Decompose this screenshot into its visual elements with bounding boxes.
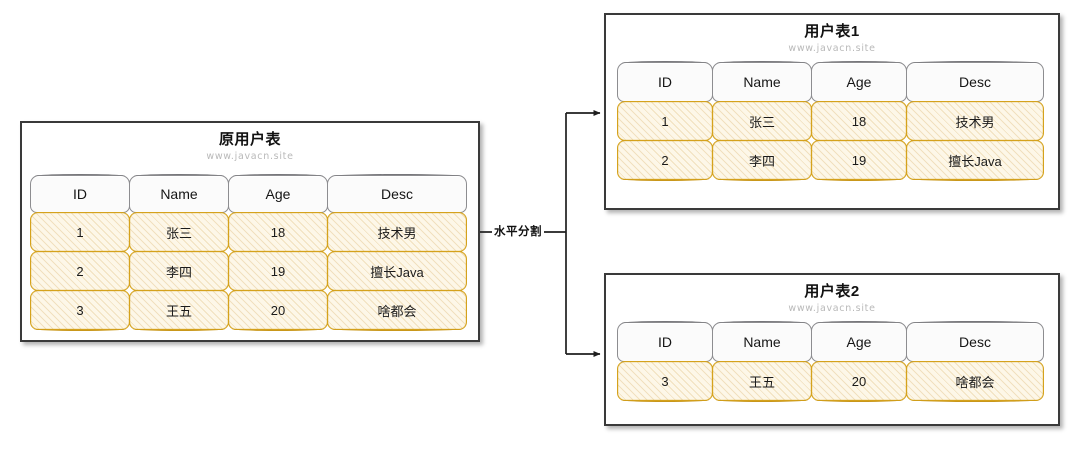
table-row: 3 王五 20 啥都会 (30, 290, 470, 331)
source-table-panel: 原用户表 www.javacn.site ID Name Age Desc 1 张三 18 技… (20, 121, 480, 342)
table-cell-value: 张三 (748, 114, 775, 130)
column-header-name: Name (712, 321, 812, 362)
table-cell-value: 张三 (165, 225, 192, 241)
table-cell-value: 啥都会 (377, 303, 417, 319)
table-cell-value: 1 (76, 224, 84, 240)
table-cell-value: 18 (270, 224, 286, 240)
table-cell: 擅长Java (906, 140, 1044, 181)
column-header-label: Desc (959, 334, 991, 350)
table-cell-value: 20 (851, 373, 867, 389)
column-header-label: Name (743, 334, 781, 350)
table-cell-value: 19 (851, 152, 867, 168)
table-header-row: ID Name Age Desc (617, 61, 1047, 102)
column-header-id: ID (617, 61, 713, 102)
column-header-label: Age (846, 334, 872, 350)
table-cell: 技术男 (327, 212, 467, 253)
table-cell-value: 19 (270, 263, 286, 279)
column-header-label: Age (846, 74, 872, 90)
table-cell: 20 (228, 290, 328, 331)
source-table: ID Name Age Desc 1 张三 18 技术男 2 李四 19 擅长Java 3 王五 20 啥都会 (30, 174, 470, 331)
column-header-label: ID (658, 334, 672, 350)
table-cell: 王五 (129, 290, 229, 331)
table-cell: 李四 (129, 251, 229, 292)
table-row: 2 李四 19 擅长Java (30, 251, 470, 292)
table-row: 2 李四 19 擅长Java (617, 140, 1047, 181)
split-table-1-panel: 用户表1 www.javacn.site ID Name Age Desc 1 张三 18 技… (604, 13, 1060, 210)
table-cell-value: 啥都会 (955, 374, 995, 390)
column-header-label: ID (658, 74, 672, 90)
table-cell: 18 (228, 212, 328, 253)
table-header-row: ID Name Age Desc (617, 321, 1047, 362)
table-cell-value: 李四 (748, 153, 775, 169)
table-cell: 张三 (129, 212, 229, 253)
table-cell-value: 技术男 (955, 114, 995, 130)
table-cell-value: 擅长Java (370, 264, 424, 280)
column-header-label: Name (160, 186, 198, 202)
table-cell: 2 (617, 140, 713, 181)
column-header-age: Age (228, 174, 328, 213)
table-cell-value: 20 (270, 302, 286, 318)
table-cell: 啥都会 (327, 290, 467, 331)
table-cell: 张三 (712, 101, 812, 142)
table-cell: 王五 (712, 361, 812, 402)
column-header-age: Age (811, 61, 907, 102)
column-header-name: Name (712, 61, 812, 102)
split-table-2: ID Name Age Desc 3 王五 20 啥都会 (617, 321, 1047, 402)
table-cell-value: 李四 (165, 264, 192, 280)
table-cell-value: 王五 (165, 303, 192, 319)
table-cell-value: 3 (76, 302, 84, 318)
table-row: 3 王五 20 啥都会 (617, 361, 1047, 402)
table-cell-value: 王五 (748, 374, 775, 390)
column-header-label: ID (73, 186, 87, 202)
split-table-1-title: 用户表1 (804, 23, 860, 40)
table-cell: 3 (617, 361, 713, 402)
table-cell: 3 (30, 290, 130, 331)
split-table-2-panel: 用户表2 www.javacn.site ID Name Age Desc 3 王五 20 啥… (604, 273, 1060, 426)
table-cell: 19 (228, 251, 328, 292)
table-cell-value: 2 (661, 152, 669, 168)
column-header-desc: Desc (906, 321, 1044, 362)
table-cell: 2 (30, 251, 130, 292)
column-header-age: Age (811, 321, 907, 362)
column-header-label: Desc (381, 186, 413, 202)
table-cell: 20 (811, 361, 907, 402)
table-row: 1 张三 18 技术男 (617, 101, 1047, 142)
column-header-desc: Desc (327, 174, 467, 213)
table-cell: 啥都会 (906, 361, 1044, 402)
table-cell: 技术男 (906, 101, 1044, 142)
table-cell-value: 2 (76, 263, 84, 279)
table-cell: 18 (811, 101, 907, 142)
table-header-row: ID Name Age Desc (30, 174, 470, 213)
table-cell: 19 (811, 140, 907, 181)
split-table-2-watermark: www.javacn.site (788, 302, 876, 314)
source-table-title: 原用户表 (218, 131, 281, 148)
table-cell-value: 1 (661, 113, 669, 129)
table-cell-value: 技术男 (377, 225, 417, 241)
table-cell-value: 18 (851, 113, 867, 129)
table-row: 1 张三 18 技术男 (30, 212, 470, 253)
column-header-label: Desc (959, 74, 991, 90)
source-table-watermark: www.javacn.site (206, 150, 294, 162)
split-table-1-watermark: www.javacn.site (788, 42, 876, 54)
column-header-label: Name (743, 74, 781, 90)
column-header-id: ID (30, 174, 130, 213)
column-header-id: ID (617, 321, 713, 362)
split-table-2-title: 用户表2 (804, 283, 860, 300)
table-cell-value: 擅长Java (948, 153, 1002, 169)
table-cell-value: 3 (661, 373, 669, 389)
column-header-name: Name (129, 174, 229, 213)
table-cell: 1 (30, 212, 130, 253)
table-cell: 1 (617, 101, 713, 142)
table-cell: 擅长Java (327, 251, 467, 292)
split-table-1: ID Name Age Desc 1 张三 18 技术男 2 李四 19 擅长Java (617, 61, 1047, 181)
table-cell: 李四 (712, 140, 812, 181)
column-header-desc: Desc (906, 61, 1044, 102)
column-header-label: Age (265, 186, 291, 202)
connector-label: 水平分割 (492, 223, 544, 239)
